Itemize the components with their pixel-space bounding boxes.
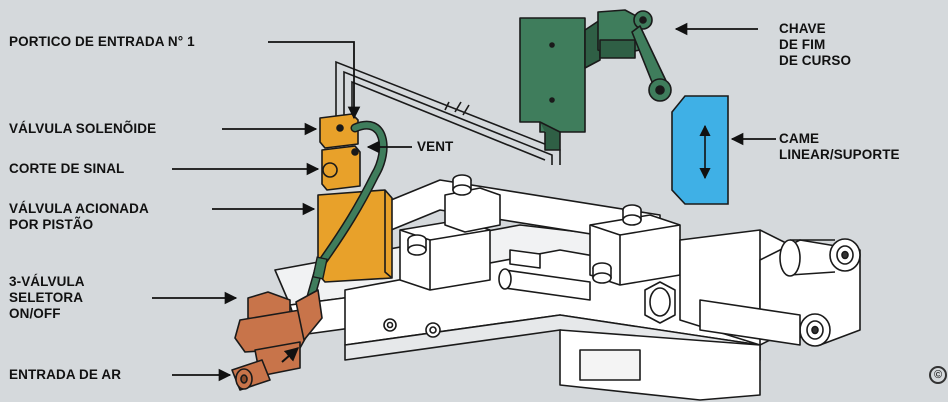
label-air-inlet: ENTRADA DE AR xyxy=(9,367,122,382)
label-solenoid-valve: VÁLVULA SOLENÕIDE xyxy=(9,121,157,136)
label-portico: PORTICO DE ENTRADA N° 1 xyxy=(9,34,195,49)
copyright-icon: © xyxy=(929,366,947,384)
press-base xyxy=(274,174,861,401)
limit-switch xyxy=(519,9,672,151)
leader-lines xyxy=(152,22,776,382)
air-lines xyxy=(335,60,561,165)
label-signal-cutoff: CORTE DE SINAL xyxy=(9,161,125,176)
linear-cam xyxy=(671,95,729,205)
label-vent: VENT xyxy=(417,139,454,154)
solenoid-valve-stack xyxy=(317,113,393,283)
selector-valve xyxy=(231,289,323,391)
